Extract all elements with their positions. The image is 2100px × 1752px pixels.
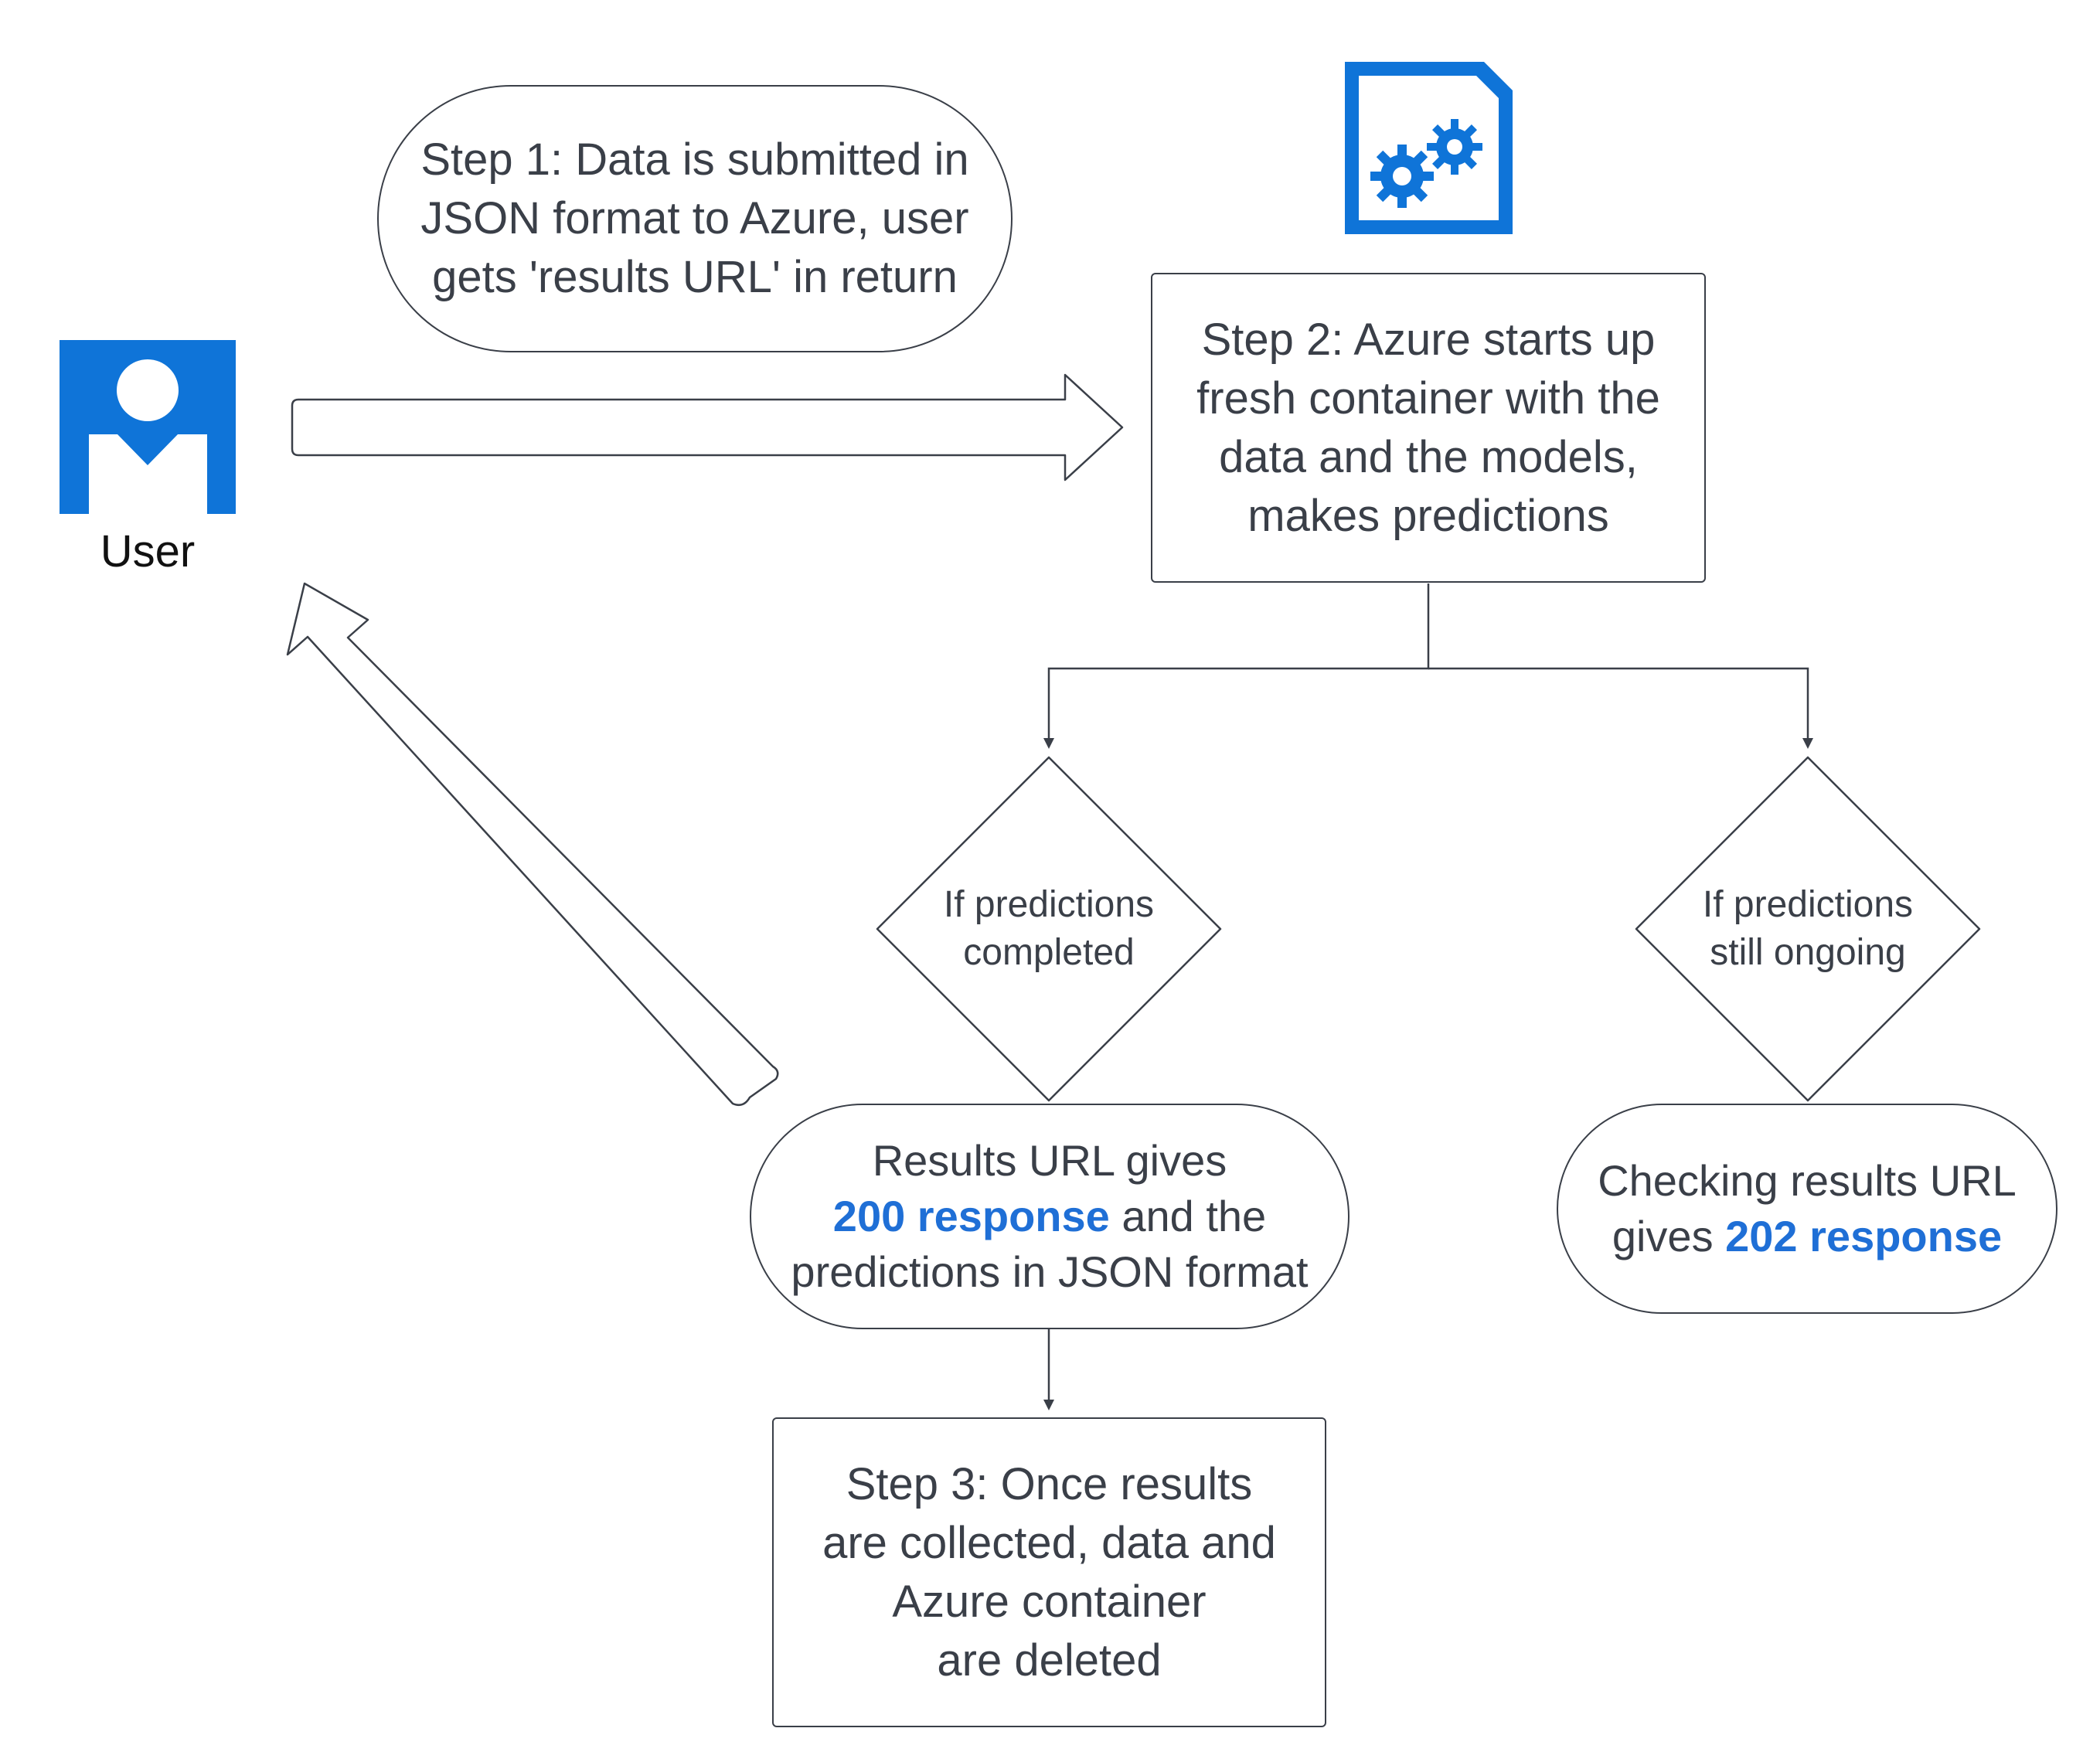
decision-ongoing-label: If predictions still ongoing [1702,884,1914,973]
submit-arrow [291,373,1124,481]
step2-line2: fresh container with the [1196,373,1660,424]
decision-diamond-ongoing [1635,756,1981,1102]
status-code-202: 202 response [1725,1212,2003,1260]
result-202-bubble: Checking results URL gives 202 response [1557,1104,2057,1314]
user-label: User [100,526,196,577]
step3-line3: Azure container [892,1576,1207,1627]
connector-step2-branches [1043,583,1813,749]
decision-diamond-completed [876,756,1222,1102]
step1-line3: gets 'results URL' in return [432,252,958,302]
return-arrow [286,582,779,1106]
step3-line2: are collected, data and [822,1517,1276,1568]
result-200-line1: Results URL gives [872,1136,1227,1185]
step2-line3: data and the models, [1219,431,1638,482]
result-200-line3: predictions in JSON format [791,1247,1309,1296]
step2-line4: makes predictions [1247,490,1609,541]
step1-bubble: Step 1: Data is submitted in JSON format… [377,85,1013,352]
step3-box: Step 3: Once results are collected, data… [772,1417,1326,1727]
step1-line1: Step 1: Data is submitted in [420,134,969,185]
result-202-line1: Checking results URL [1598,1156,2017,1205]
step2-line1: Step 2: Azure starts up [1201,314,1656,365]
step2-box: Step 2: Azure starts up fresh container … [1151,273,1706,583]
app-settings-icon [1345,62,1513,234]
step3-line1: Step 3: Once results [846,1458,1253,1509]
step1-line2: JSON format to Azure, user [420,193,969,243]
result-200-bubble: Results URL gives 200 response and the p… [750,1104,1350,1329]
status-code-200: 200 response [832,1192,1110,1240]
step3-line4: are deleted [937,1635,1162,1686]
user-icon [60,340,236,514]
decision-completed-label: If predictions completed [943,884,1155,973]
